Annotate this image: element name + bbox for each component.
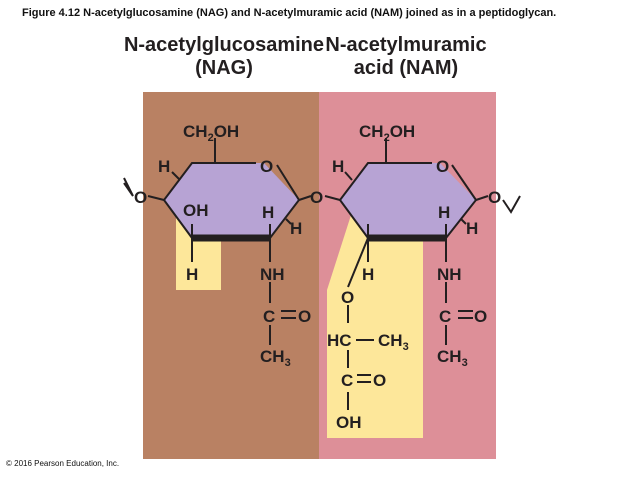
left-chain-wavy [123, 177, 134, 197]
nag-ring-bond-top [162, 162, 256, 239]
right-chain-wavy [502, 195, 521, 214]
nam-carbonyl-o: O [474, 307, 487, 326]
nag-h-right-bond [285, 218, 292, 225]
nam-title-line2: acid (NAM) [353, 57, 459, 79]
left-glycosidic-oxygen: O [134, 188, 147, 207]
right-glycosidic-oxygen: O [488, 188, 501, 207]
nag-title-line1: N-acetylglucosamine [123, 34, 325, 56]
nam-ring-oxygen: O [436, 157, 449, 176]
nam-lactyl-oh: OH [336, 413, 362, 432]
nam-lactyl-ch3: CH3 [378, 331, 409, 353]
nag-ring-oxygen: O [260, 157, 273, 176]
copyright-notice: © 2016 Pearson Education, Inc. [6, 459, 120, 468]
nam-nh: NH [437, 265, 462, 284]
nag-ring-oh: OH [183, 201, 209, 220]
right-glycosidic-bond [475, 195, 489, 201]
nam-title: N-acetylmuramic acid (NAM) [322, 34, 490, 80]
mid-glycosidic-bond-left [298, 195, 312, 201]
nam-lactyl-oxygen: O [341, 288, 354, 307]
mid-glycosidic-bond-right [324, 195, 341, 201]
bond-lines [123, 138, 521, 410]
nam-lactyl-carbonyl-c: C [341, 371, 353, 390]
left-glycosidic-bond [147, 195, 165, 201]
nam-title-line1: N-acetylmuramic [325, 34, 487, 56]
nam-carbonyl-c: C [439, 307, 451, 326]
nag-ch2oh-label: CH2OH [183, 122, 239, 144]
nag-ring [164, 163, 299, 238]
nag-ring-h-left: H [158, 157, 170, 176]
nag-carbonyl-o: O [298, 307, 311, 326]
nag-ring-h-mid: H [262, 203, 274, 222]
nag-title: N-acetylglucosamine (NAG) [118, 34, 330, 80]
nam-ring-h-left: H [332, 157, 344, 176]
nam-ring-h-far: H [466, 219, 478, 238]
nag-carbonyl-c: C [263, 307, 275, 326]
nam-ring-h-right: H [438, 203, 450, 222]
nag-panel [143, 92, 319, 459]
nam-lactyl-highlight [327, 212, 423, 438]
nag-title-line2: (NAG) [195, 57, 253, 79]
nag-ch3: CH3 [260, 347, 291, 369]
nam-ring [340, 163, 476, 238]
nag-ring-h-right: H [290, 219, 302, 238]
nam-lactyl-o-bond [347, 237, 369, 288]
nag-lower-h: H [186, 265, 198, 284]
nam-h-far-bond [460, 218, 467, 225]
nam-ch3: CH3 [437, 347, 468, 369]
nam-h-left-bond [344, 171, 353, 181]
nam-ch2oh-label: CH2OH [359, 122, 415, 144]
nam-lactyl-carbonyl-o: O [373, 371, 386, 390]
nam-ring-bond-right [445, 164, 478, 239]
figure-caption: Figure 4.12 N-acetylglucosamine (NAG) an… [22, 7, 557, 19]
nag-h-left-bond [171, 171, 181, 181]
nam-lactyl-hc: HC [327, 331, 352, 350]
mid-glycosidic-oxygen: O [310, 188, 323, 207]
nam-ring-bond-top [338, 162, 432, 239]
nag-nh: NH [260, 265, 285, 284]
nam-lower-h: H [362, 265, 374, 284]
